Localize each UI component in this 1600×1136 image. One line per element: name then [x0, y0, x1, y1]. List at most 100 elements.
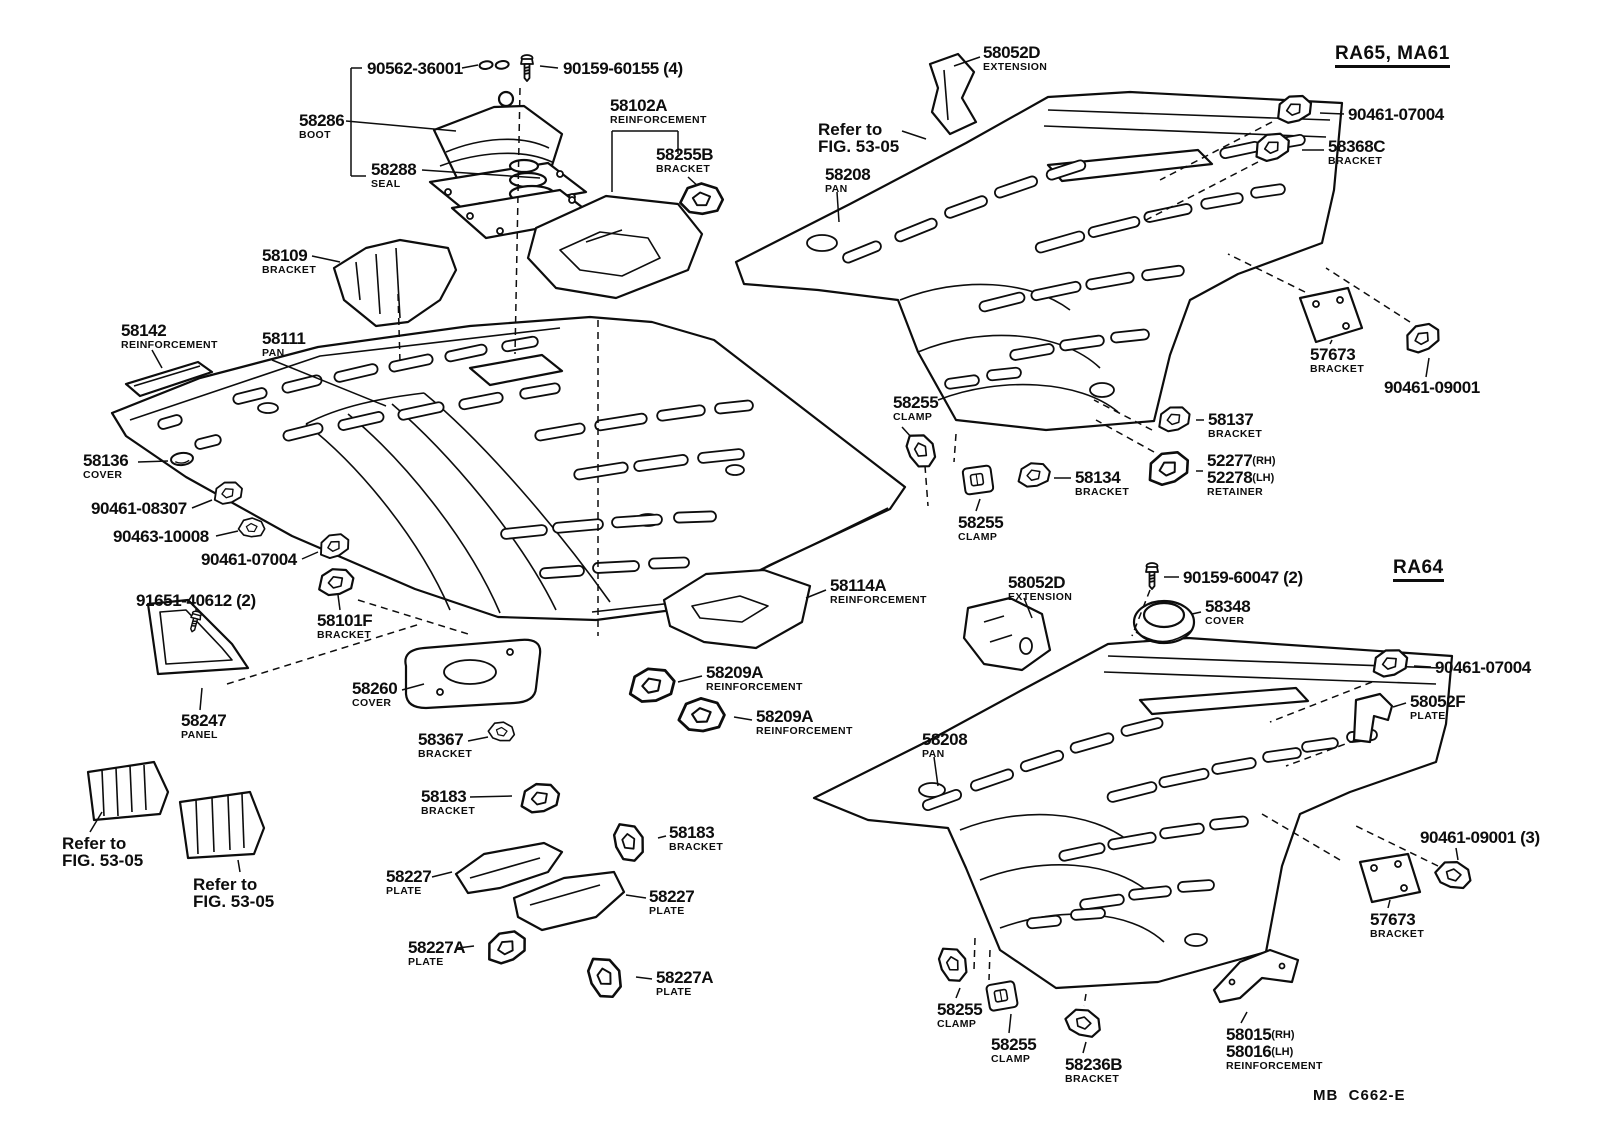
- slot-bead: [1211, 757, 1257, 775]
- part-number: 91651-40612 (2): [136, 591, 256, 610]
- part-number: 90562-36001: [367, 59, 463, 78]
- bolt-part-glyph: [186, 609, 203, 634]
- assembly-dash-line: [397, 293, 401, 363]
- slot-bead: [1087, 216, 1141, 238]
- part-number: 58260: [352, 679, 398, 698]
- slot-bead: [1209, 815, 1249, 831]
- clip-part-glyph: [935, 942, 972, 986]
- slot-bead: [673, 510, 717, 524]
- part-number: 58255: [991, 1035, 1037, 1054]
- clip-part-glyph: [1142, 446, 1194, 489]
- assembly-dash-line: [514, 87, 521, 355]
- label-90463-10008: 90463-10008: [113, 528, 209, 545]
- part-number: 52277(RH): [1207, 451, 1276, 470]
- part-number: RA64: [1393, 558, 1444, 582]
- reinforcement-58142-drawing: [124, 360, 214, 398]
- part-description: PAN: [262, 347, 285, 359]
- plate-58227-1-drawing: [454, 841, 564, 895]
- slot-bead: [1262, 747, 1302, 763]
- clip-part-glyph: [211, 478, 245, 507]
- clip-part-glyph: [485, 717, 518, 746]
- part-description: PLATE: [649, 905, 685, 917]
- leader-line: [467, 736, 489, 742]
- leader-line: [431, 871, 453, 878]
- extension-58052d-ra64-drawing: [962, 596, 1052, 672]
- part-description: REINFORCEMENT: [610, 114, 707, 126]
- slot-bead: [592, 560, 640, 574]
- slot-bead: [534, 422, 586, 442]
- slot-bead: [1030, 280, 1082, 302]
- part-description: BRACKET: [669, 841, 724, 853]
- assembly-dash-line: [1159, 121, 1273, 181]
- slot-bead: [500, 524, 548, 540]
- leader-line: [1455, 847, 1459, 861]
- clip-part-glyph: [236, 514, 268, 540]
- slot-bead: [519, 382, 561, 400]
- part-description: BRACKET: [1310, 363, 1365, 375]
- slot-bead: [1070, 907, 1106, 921]
- part-number: 58136: [83, 451, 129, 470]
- bolt-part-glyph: [520, 54, 534, 82]
- leader-line: [933, 756, 939, 787]
- part-description: REINFORCEMENT: [706, 681, 803, 693]
- bracket-57673-lower-drawing: [1358, 852, 1422, 904]
- label-90159-60155: 90159-60155 (4): [563, 60, 683, 77]
- reinforcement-58015-58016-drawing: [1212, 948, 1300, 1004]
- floor-pan-slot-beads: [157, 134, 1378, 930]
- leader-line: [271, 359, 387, 407]
- label-58015-58016: 58015(RH)58016(LH)REINFORCEMENT: [1226, 1026, 1323, 1072]
- part-description: COVER: [1205, 615, 1245, 627]
- clip-part-glyph: [677, 179, 726, 218]
- part-description: EXTENSION: [983, 61, 1048, 73]
- assembly-dash-line: [1095, 419, 1155, 453]
- part-description: REINFORCEMENT: [830, 594, 927, 606]
- slot-bead: [986, 366, 1022, 382]
- section-ra65-ma61: RA65, MA61: [1335, 44, 1450, 68]
- leader-line: [1319, 112, 1345, 115]
- slot-bead: [444, 343, 488, 363]
- assembly-dash-line: [1083, 993, 1087, 1007]
- part-description: BRACKET: [421, 805, 476, 817]
- part-description: BRACKET: [1370, 928, 1425, 940]
- slot-bead: [970, 768, 1014, 792]
- assembly-dash-line: [988, 949, 991, 981]
- slot-bead: [573, 461, 629, 481]
- slot-bead: [1141, 264, 1185, 282]
- slot-bead: [1009, 343, 1055, 361]
- part-description: REINFORCEMENT: [121, 339, 218, 351]
- slot-bead: [633, 454, 689, 472]
- slot-bead: [611, 513, 663, 529]
- clip-part-glyph: [1431, 854, 1477, 895]
- leader-line: [1240, 1011, 1248, 1024]
- leader-line: [1082, 1041, 1087, 1054]
- assembly-dash-line: [1093, 399, 1153, 431]
- slot-bead: [1301, 737, 1339, 753]
- panel-58247-drawing: [146, 598, 250, 676]
- leader-line: [805, 589, 827, 599]
- slot-bead: [1250, 183, 1286, 199]
- leader-line: [657, 835, 667, 839]
- leader-line: [953, 56, 981, 67]
- part-number: 90461-09001: [1384, 378, 1480, 397]
- slot-bead: [1106, 781, 1158, 803]
- assembly-dash-line: [924, 465, 929, 507]
- slot-bead: [994, 175, 1038, 199]
- part-description: CLAMP: [991, 1053, 1031, 1065]
- slot-bead: [388, 353, 434, 373]
- leader-line: [625, 894, 647, 899]
